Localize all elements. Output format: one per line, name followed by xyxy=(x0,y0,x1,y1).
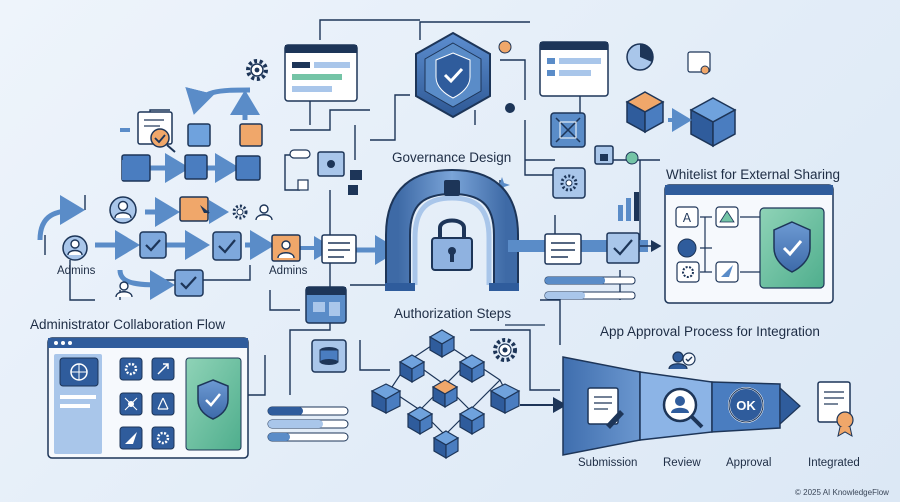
gear-icon xyxy=(493,338,517,362)
admin-collab-flow-label: Administrator Collaboration Flow xyxy=(30,317,226,332)
app-approval-label: App Approval Process for Integration xyxy=(600,324,820,339)
admins-label-left: Admins xyxy=(57,265,96,277)
gear-icon xyxy=(232,204,248,220)
cube-icon xyxy=(432,430,460,460)
svg-text:Ａ: Ａ xyxy=(681,211,693,225)
cube-icon xyxy=(431,379,459,409)
cube-icon xyxy=(489,383,521,414)
admin-collaboration-panel xyxy=(47,337,249,459)
authorization-cube-network xyxy=(370,324,567,460)
admins-label-mid: Admins xyxy=(269,265,308,277)
governance-design-label: Governance Design xyxy=(392,150,512,165)
stage-approval-label: Approval xyxy=(726,457,772,469)
governance-shield-icon xyxy=(415,31,491,119)
approval-pipeline xyxy=(562,351,854,456)
cube-icon xyxy=(398,354,426,384)
cube-icon xyxy=(689,97,737,148)
admin-avatar-icon xyxy=(115,281,133,298)
cube-icon xyxy=(458,354,486,384)
authorization-lock-icon xyxy=(385,168,519,291)
admin-avatar-icon xyxy=(271,234,301,262)
stage-integrated-label: Integrated xyxy=(808,457,860,469)
cube-icon xyxy=(625,91,665,134)
approval-flow-middle xyxy=(508,41,737,300)
whitelist-panel: Ａ xyxy=(664,184,834,304)
admin-avatar-icon xyxy=(109,196,137,224)
cube-icon xyxy=(458,406,486,436)
whitelist-label: Whitelist for External Sharing xyxy=(666,167,841,182)
cube-icon xyxy=(428,329,456,359)
admin-flow-left xyxy=(37,59,400,300)
stage-submission-label: Submission xyxy=(578,457,638,469)
copyright-text: © 2025 AI KnowledgeFlow xyxy=(795,488,889,497)
circuit-blocks xyxy=(284,44,362,373)
stage-review-label: Review xyxy=(663,457,701,469)
cube-icon xyxy=(370,383,402,414)
ok-badge: OK xyxy=(736,398,756,413)
gear-icon xyxy=(246,59,268,81)
admin-avatar-icon xyxy=(255,204,273,221)
authorization-steps-label: Authorization Steps xyxy=(394,306,512,321)
cube-icon xyxy=(406,406,434,436)
admin-avatar-icon xyxy=(62,235,88,261)
admin-avatar-icon xyxy=(668,351,696,370)
